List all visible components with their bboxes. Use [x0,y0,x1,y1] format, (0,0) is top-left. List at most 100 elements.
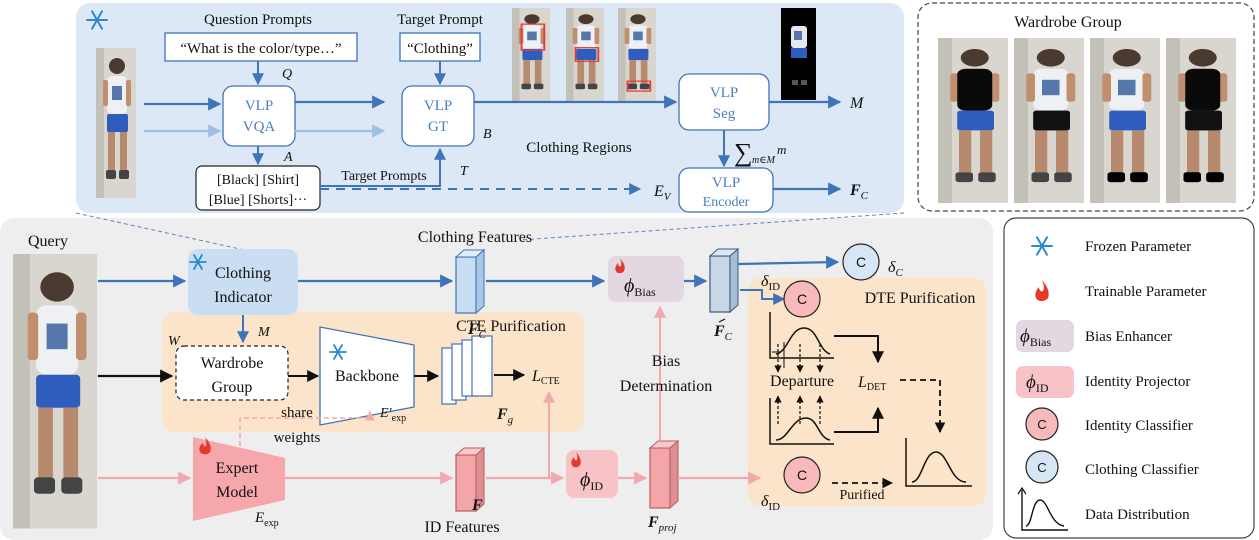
fc-symbol: FC [467,321,487,341]
legend-phi-bias: ϕBias [1020,326,1052,349]
query-label: Query [28,233,68,250]
snowflake-icon [189,254,207,270]
fg-symbol: Fg [496,406,514,426]
dte-region [748,278,986,506]
sum-symbol: ∑ [734,138,753,167]
expert-model-label-2: Model [216,484,258,501]
top-query-image [96,48,136,198]
wardrobe-group-label-1: Wardrobe [201,355,264,372]
purified-label: Purified [839,488,884,503]
legend-data-distribution: Data Distribution [1085,507,1190,523]
dte-purification-title: DTE Purification [865,290,976,307]
vlp-gt-box [401,85,475,147]
query-image [13,254,97,529]
phi-bias-label: ϕBias [624,275,656,299]
fc-hat-symbol: FC [713,323,733,343]
expert-model-shape [193,437,285,521]
bias-determination-label-1: Bias [652,353,680,370]
id-features-label: ID Features [424,519,499,536]
f-feature-cuboid [454,446,486,513]
target-prompts-label: Target Prompts [341,169,426,184]
legend-clothing-classifier: Clothing Classifier [1085,462,1199,478]
segmentation-mask-image [781,8,816,100]
m-symbol: M [257,325,271,340]
clothing-classifier-label: C [856,254,866,270]
vlp-encoder-label-1: VLP [712,175,740,191]
expert-model-label-1: Expert [216,460,259,477]
phi-id-label: ϕID [580,469,603,493]
e-exp-symbol: Eexp [254,510,279,529]
fire-icon [615,258,625,274]
legend-clothing-classifier-c: C [1037,460,1046,475]
weights-label: weights [274,430,321,446]
w-symbol: W [168,334,181,349]
share-label: share [281,405,313,421]
legend-identity-projector: Identity Projector [1085,374,1190,390]
vlp-gt-label-2: GT [428,119,448,135]
e-exp-prime-symbol: E′exp [379,406,406,424]
answers-line-2: [Blue] [Shorts]··· [209,193,307,208]
wardrobe-title: Wardrobe Group [1014,14,1122,31]
legend-id-swatch [1016,366,1074,398]
wardrobe-image-1 [938,38,1008,203]
clothing-features-label: Clothing Features [418,229,532,246]
legend-frozen: Frozen Parameter [1085,239,1191,255]
phi-bias-box [608,256,684,302]
delta-id-top-symbol: δID [761,273,780,293]
backbone-label: Backbone [335,368,399,385]
cte-purification-title: CTE Purification [456,318,566,335]
vlp-vqa-label-2: VQA [243,119,276,135]
vlp-encoder-label-2: Encoder [703,195,750,210]
clothing-indicator-label-1: Clothing [215,265,271,282]
question-prompt-box [164,32,358,62]
legend-phi-id: ϕID [1026,372,1049,395]
identity-classifier-bottom [783,456,821,494]
q-symbol: Q [282,67,292,82]
legend-identity-classifier-c: C [1037,417,1046,432]
question-prompts-label: Question Prompts [204,12,312,28]
target-prompt-text: “Clothing” [407,41,473,57]
b-symbol: B [483,127,492,142]
departure-label: Departure [770,373,834,390]
sum-m-symbol: m [777,142,786,157]
clothing-region-crop-3 [618,8,656,101]
bottom-distribution-plot [769,398,834,445]
sum-subscript: m∈M [752,155,776,166]
legend-identity-classifier: Identity Classifier [1085,418,1193,434]
vlp-vqa-box [222,85,296,147]
delta-c-symbol: δC [888,259,903,279]
t-symbol: T [460,164,469,179]
f-symbol: F [471,497,483,514]
clothing-region-crop-2 [566,8,604,101]
l-cte-symbol: LCTE [531,368,560,387]
fproj-symbol: Fproj [647,514,677,534]
a-symbol: A [283,150,293,165]
wardrobe-image-4 [1166,38,1236,203]
vlp-seg-label-1: VLP [710,85,738,101]
vlp-seg-label-2: Seg [713,106,736,122]
m-output-symbol: M [849,95,865,112]
wardrobe-group-box [175,345,289,401]
legend-identity-classifier-circle [1025,407,1059,441]
l-det-symbol: LDET [857,374,886,393]
identity-classifier-top-label: C [797,291,807,307]
fproj-feature-cuboid [648,439,680,510]
legend-clothing-classifier-circle [1025,450,1059,484]
fire-icon [571,452,581,468]
ev-symbol: EV [653,183,672,203]
snowflake-icon [329,344,347,360]
vlp-gt-label-1: VLP [424,98,452,114]
target-prompt-box [399,32,481,62]
clothing-classifier-circle [842,243,880,281]
identity-classifier-top [783,280,821,318]
legend-distribution-icon [1021,490,1068,531]
answers-line-1: [Black] [Shirt] [217,173,299,188]
vlp-vqa-label-1: VLP [245,98,273,114]
wardrobe-group-label-2: Group [212,379,253,396]
wardrobe-image-2 [1014,38,1084,203]
fg-feature-stack [441,335,493,405]
fire-icon [1035,280,1049,301]
target-prompt-label: Target Prompt [397,12,484,28]
fire-icon [199,437,211,455]
